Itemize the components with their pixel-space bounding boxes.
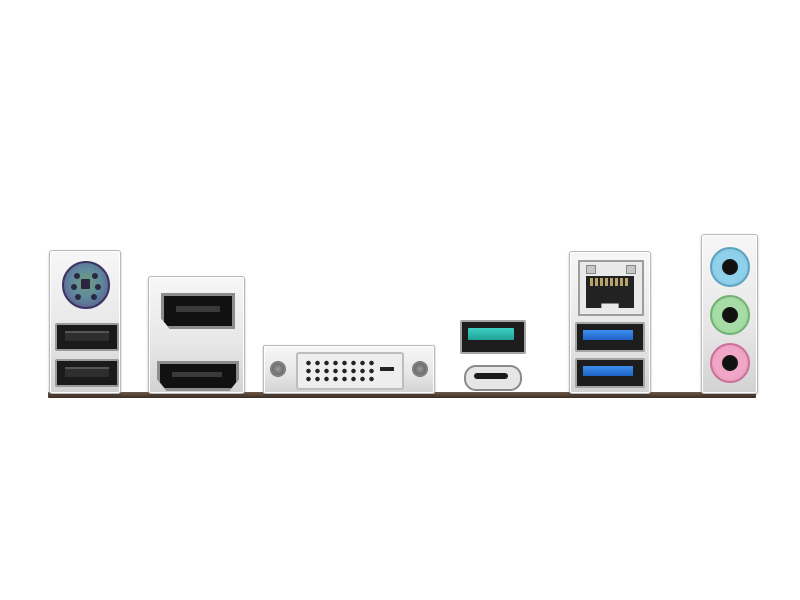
- dvi-d-plate: [263, 345, 435, 394]
- audio-mic-in-jack: [710, 343, 750, 383]
- usb-2-port-1: [55, 323, 119, 351]
- usb-2-port-2: [55, 359, 119, 387]
- ps2-usb2-stack: [49, 250, 121, 394]
- usb-3-2-port-blue-2: [575, 358, 645, 388]
- lan-usb3-stack: [569, 251, 651, 394]
- usb-3-2-port-blue-1: [575, 322, 645, 352]
- audio-line-in-jack: [710, 247, 750, 287]
- screw-icon: [412, 361, 428, 377]
- dp-hdmi-stack: [148, 276, 245, 394]
- usb-3-2-port-teal: [460, 320, 526, 354]
- dvi-d-port: [296, 352, 404, 390]
- displayport: [161, 293, 235, 329]
- audio-line-out-jack: [710, 295, 750, 335]
- usb-type-c-port: [464, 365, 522, 391]
- rj45-lan-port: [578, 260, 644, 316]
- usb3-typec-stack: [460, 320, 526, 392]
- hdmi-port: [157, 361, 239, 391]
- screw-icon: [270, 361, 286, 377]
- ps2-combo-port: [62, 261, 110, 309]
- pcb-edge: [48, 392, 756, 398]
- audio-jack-stack: [701, 234, 758, 394]
